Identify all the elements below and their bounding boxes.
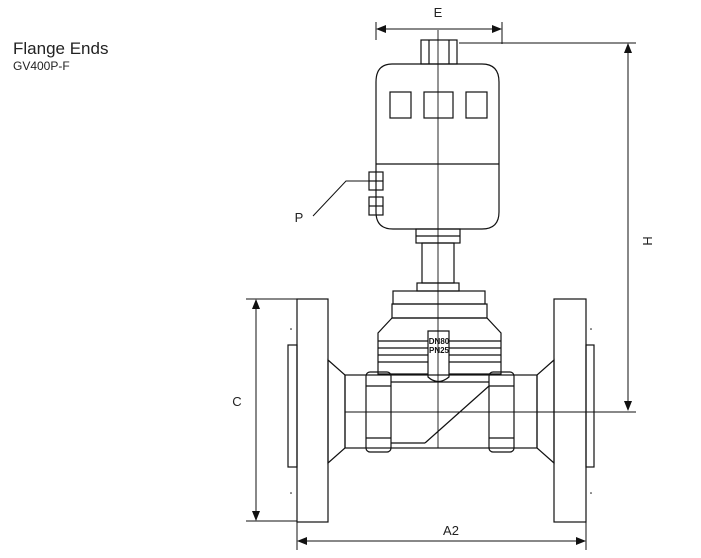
page-title: Flange Ends — [13, 39, 109, 58]
marking-tag — [427, 330, 450, 383]
port-p-label: P — [295, 210, 304, 225]
dimension-e-label: E — [434, 5, 443, 20]
dimension-h-label: H — [640, 236, 655, 245]
bonnet — [377, 290, 502, 383]
actuator-top-knob — [420, 39, 458, 65]
indicator-window-3 — [465, 91, 488, 119]
right-flange — [553, 298, 587, 523]
indicator-window-1 — [389, 91, 412, 119]
dimension-lines — [246, 22, 636, 550]
left-flange — [296, 298, 329, 523]
pn-marking: PN25 — [429, 346, 450, 355]
actuator — [368, 39, 500, 230]
center-lines — [345, 30, 636, 448]
indicator-window-2 — [423, 91, 454, 119]
actuator-housing — [375, 63, 500, 230]
title-block: Flange Ends GV400P-F — [13, 38, 108, 73]
dimension-a2-label: A2 — [443, 523, 459, 538]
dimension-c-label: C — [232, 394, 241, 409]
dn-marking: DN80 — [429, 337, 450, 346]
model-number: GV400P-F — [13, 59, 70, 73]
